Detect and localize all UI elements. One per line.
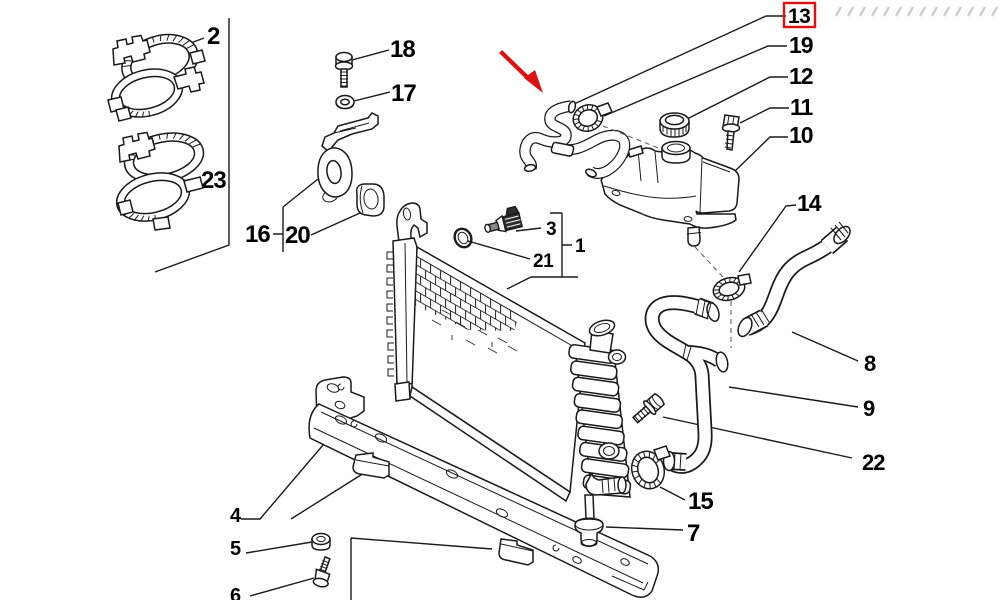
svg-text:4: 4	[230, 505, 242, 527]
svg-text:13: 13	[788, 5, 810, 28]
svg-text:10: 10	[789, 122, 813, 148]
svg-text:1: 1	[575, 236, 586, 257]
svg-text:16: 16	[245, 221, 270, 248]
svg-text:8: 8	[864, 351, 876, 376]
svg-text:9: 9	[863, 396, 875, 421]
svg-text:22: 22	[862, 450, 885, 475]
svg-text:7: 7	[687, 520, 700, 547]
svg-text:12: 12	[789, 63, 813, 89]
svg-text:2: 2	[207, 23, 220, 50]
svg-text:14: 14	[797, 190, 822, 216]
svg-text:20: 20	[285, 222, 310, 249]
svg-text:19: 19	[789, 32, 813, 58]
svg-text:11: 11	[790, 94, 814, 120]
svg-text:23: 23	[201, 167, 226, 194]
svg-text:18: 18	[390, 36, 415, 63]
svg-text:21: 21	[533, 251, 554, 272]
svg-text:17: 17	[391, 80, 416, 107]
svg-text:3: 3	[546, 219, 556, 240]
svg-text:5: 5	[230, 538, 241, 560]
svg-text:6: 6	[230, 585, 241, 600]
svg-text:15: 15	[688, 488, 713, 515]
